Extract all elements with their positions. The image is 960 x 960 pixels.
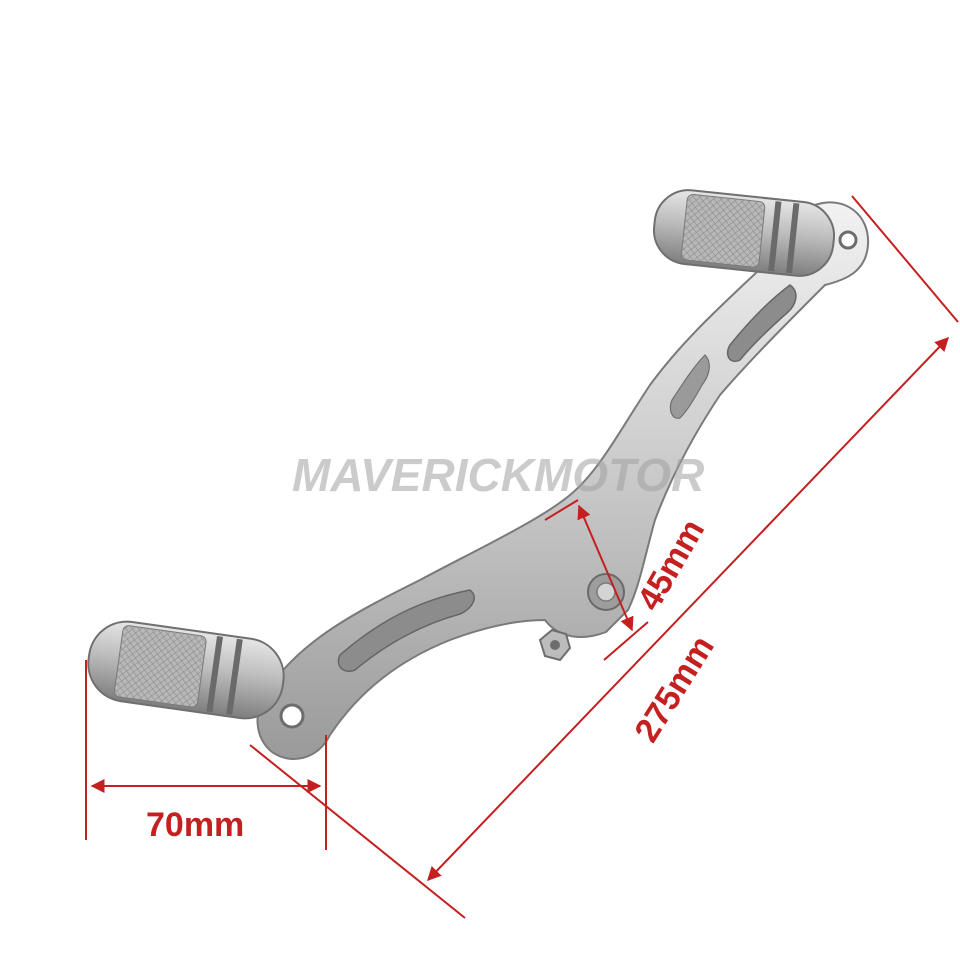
width-dimension-label: 70mm [146, 806, 245, 844]
extension-line-end [851, 195, 959, 323]
lower-foot-peg [87, 620, 285, 720]
extension-line-start [249, 744, 466, 919]
dimension-70mm [85, 660, 327, 850]
dimension-275mm [249, 195, 959, 919]
lower-pivot-hole [279, 703, 305, 729]
upper-pivot-hole [838, 230, 858, 250]
upper-foot-peg [652, 189, 836, 277]
watermark: MAVERICKMOTOR [292, 449, 705, 501]
dimension-arrow-275mm [427, 336, 949, 882]
